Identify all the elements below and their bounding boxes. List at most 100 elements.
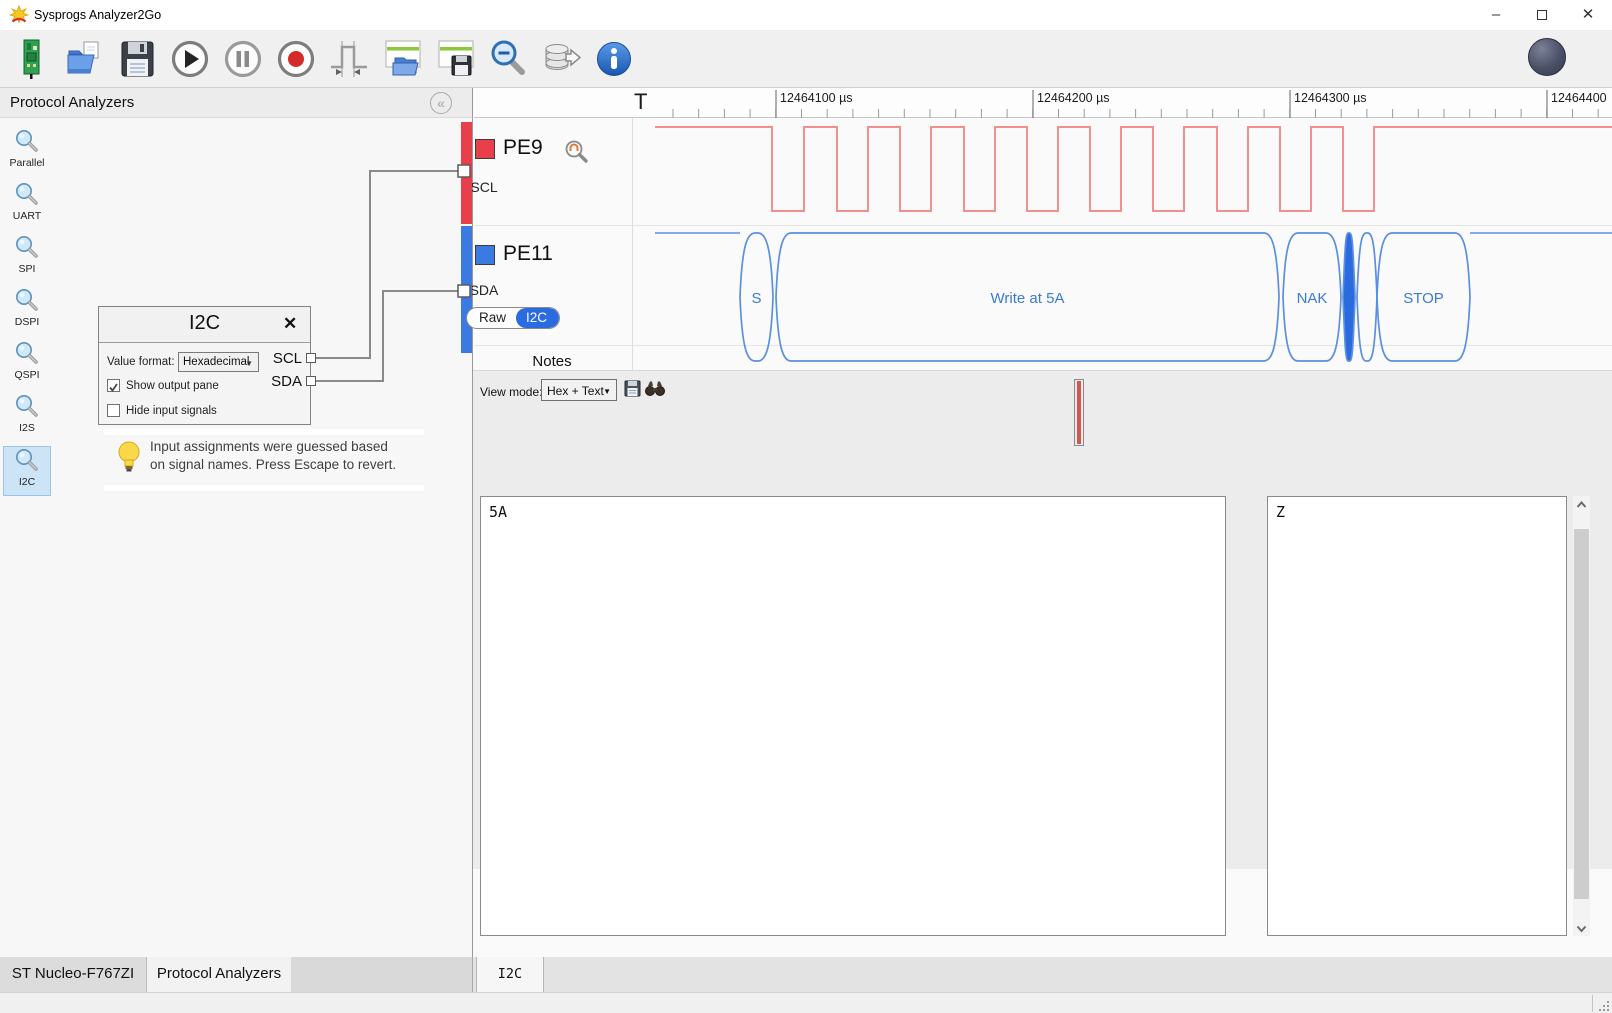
sda-pin-connector[interactable]: [306, 376, 316, 386]
analyzer-item-parallel[interactable]: Parallel: [3, 128, 51, 178]
toggle-i2c-option[interactable]: I2C: [516, 308, 560, 328]
main-toolbar: [0, 30, 1612, 88]
notes-row-label: Notes: [532, 353, 572, 370]
row-divider: [474, 225, 1612, 226]
save-layout-icon: [438, 40, 474, 76]
pe9-channel-bar: [461, 122, 472, 224]
value-format-value: Hexadecimal: [183, 356, 250, 368]
i2c-box-header[interactable]: I2C ✕: [99, 307, 310, 343]
show-output-pane-checkbox[interactable]: [107, 379, 120, 392]
zoom-out-button[interactable]: [485, 36, 531, 82]
value-format-dropdown[interactable]: Hexadecimal ▼: [178, 352, 259, 372]
zoom-out-icon: [491, 40, 525, 75]
open-button[interactable]: [61, 36, 107, 82]
overview-position-marker[interactable]: [1074, 379, 1084, 446]
zoom-channel-icon[interactable]: [564, 139, 590, 170]
hint-line-1: Input assignments were guessed based: [150, 439, 388, 454]
pe9-color-swatch: [475, 139, 495, 159]
scrollbar-thumb[interactable]: [1574, 529, 1589, 899]
collapse-panel-icon[interactable]: «: [430, 92, 452, 114]
timeline-ruler[interactable]: T: [474, 88, 1612, 118]
record-icon: [277, 40, 315, 78]
analyzer-item-i2c[interactable]: I2C: [3, 446, 51, 496]
view-mode-label: View mode:: [480, 385, 543, 399]
analyzer-item-dspi[interactable]: DSPI: [3, 287, 51, 337]
record-button[interactable]: [273, 36, 319, 82]
trigger-button[interactable]: [326, 36, 372, 82]
output-scrollbar[interactable]: [1573, 496, 1590, 936]
title-bar: Sysprogs Analyzer2Go – ✕: [0, 0, 1612, 30]
pe9-channel-name: PE9: [503, 136, 543, 159]
scroll-down-icon[interactable]: [1573, 919, 1590, 936]
value-format-label: Value format:: [107, 356, 175, 368]
info-button[interactable]: [591, 36, 637, 82]
hex-output-pane[interactable]: 5A: [480, 496, 1226, 936]
lightbulb-icon: [116, 440, 142, 479]
analyzer-item-i2s[interactable]: I2S: [3, 393, 51, 443]
i2c-box-title: I2C: [188, 312, 221, 334]
pe9-signal-label: SCL: [470, 179, 498, 195]
hint-separator-top: [103, 429, 425, 435]
load-layout-icon: [385, 40, 421, 76]
save-layout-button[interactable]: [432, 36, 478, 82]
magnifier-icon: [3, 393, 51, 424]
analyzer-item-uart[interactable]: UART: [3, 181, 51, 231]
play-button[interactable]: [167, 36, 213, 82]
chevron-down-icon: ▼: [245, 359, 253, 368]
status-orb: [1528, 38, 1566, 76]
analyzer-item-qspi[interactable]: QSPI: [3, 340, 51, 390]
play-icon: [171, 40, 209, 78]
analyzer-item-label: DSPI: [14, 316, 40, 328]
load-layout-button[interactable]: [379, 36, 425, 82]
maximize-button[interactable]: [1519, 0, 1565, 30]
hide-input-signals-label: Hide input signals: [126, 405, 217, 417]
scl-pin-label: SCL: [272, 350, 302, 367]
status-separator: [1592, 995, 1593, 1012]
search-binoculars-icon[interactable]: [645, 380, 665, 402]
raw-i2c-toggle[interactable]: Raw I2C: [466, 307, 561, 329]
i2c-config-box: I2C ✕ Value format: Hexadecimal ▼ Show o…: [98, 306, 311, 425]
board-button[interactable]: [8, 36, 54, 82]
save-floppy-icon: [121, 41, 154, 77]
scl-pin-connector[interactable]: [306, 353, 316, 363]
open-folder-icon: [67, 41, 99, 74]
pe11-channel-bar: [461, 226, 472, 353]
close-button[interactable]: ✕: [1581, 6, 1595, 23]
magnifier-icon: [3, 234, 51, 265]
pause-button[interactable]: [220, 36, 266, 82]
save-output-icon[interactable]: [624, 380, 641, 402]
hide-input-signals-checkbox[interactable]: [107, 404, 120, 417]
panel-header: Protocol Analyzers «: [0, 88, 472, 118]
save-button[interactable]: [114, 36, 160, 82]
minimize-button[interactable]: –: [1491, 6, 1501, 23]
resize-grip-icon[interactable]: [1598, 999, 1610, 1013]
text-output-text: Z: [1276, 503, 1286, 521]
hint-line-2: on signal names. Press Escape to revert.: [150, 457, 397, 472]
analyzer-item-spi[interactable]: SPI: [3, 234, 51, 284]
analyzer-item-label: QSPI: [14, 369, 40, 381]
view-mode-dropdown[interactable]: Hex + Text ▼: [541, 379, 617, 401]
analyzer-item-label: UART: [12, 210, 42, 222]
scroll-up-icon[interactable]: [1573, 496, 1590, 513]
export-database-icon: [545, 44, 582, 70]
sda-pin-label: SDA: [271, 373, 302, 390]
output-section: View mode: Hex + Text ▼ 5A Z: [473, 370, 1612, 936]
board-icon: [23, 39, 40, 79]
tab-protocol-analyzers[interactable]: Protocol Analyzers: [147, 957, 291, 992]
magnifier-icon: [3, 128, 51, 159]
text-output-pane[interactable]: Z: [1267, 496, 1567, 936]
tab-st-nucleo[interactable]: ST Nucleo-F767ZI: [0, 957, 147, 992]
info-icon: [597, 42, 631, 76]
check-icon: [109, 383, 118, 392]
close-icon[interactable]: ✕: [283, 314, 298, 333]
pe11-signal-label: SDA: [469, 282, 499, 298]
trigger-marker: T: [634, 89, 648, 114]
tab-i2c[interactable]: I2C: [476, 957, 544, 992]
magnifier-icon: [3, 340, 51, 371]
toggle-raw-option[interactable]: Raw: [479, 310, 507, 325]
label-column-divider: [632, 118, 633, 378]
export-data-button[interactable]: [538, 36, 584, 82]
magnifier-icon: [4, 447, 50, 478]
